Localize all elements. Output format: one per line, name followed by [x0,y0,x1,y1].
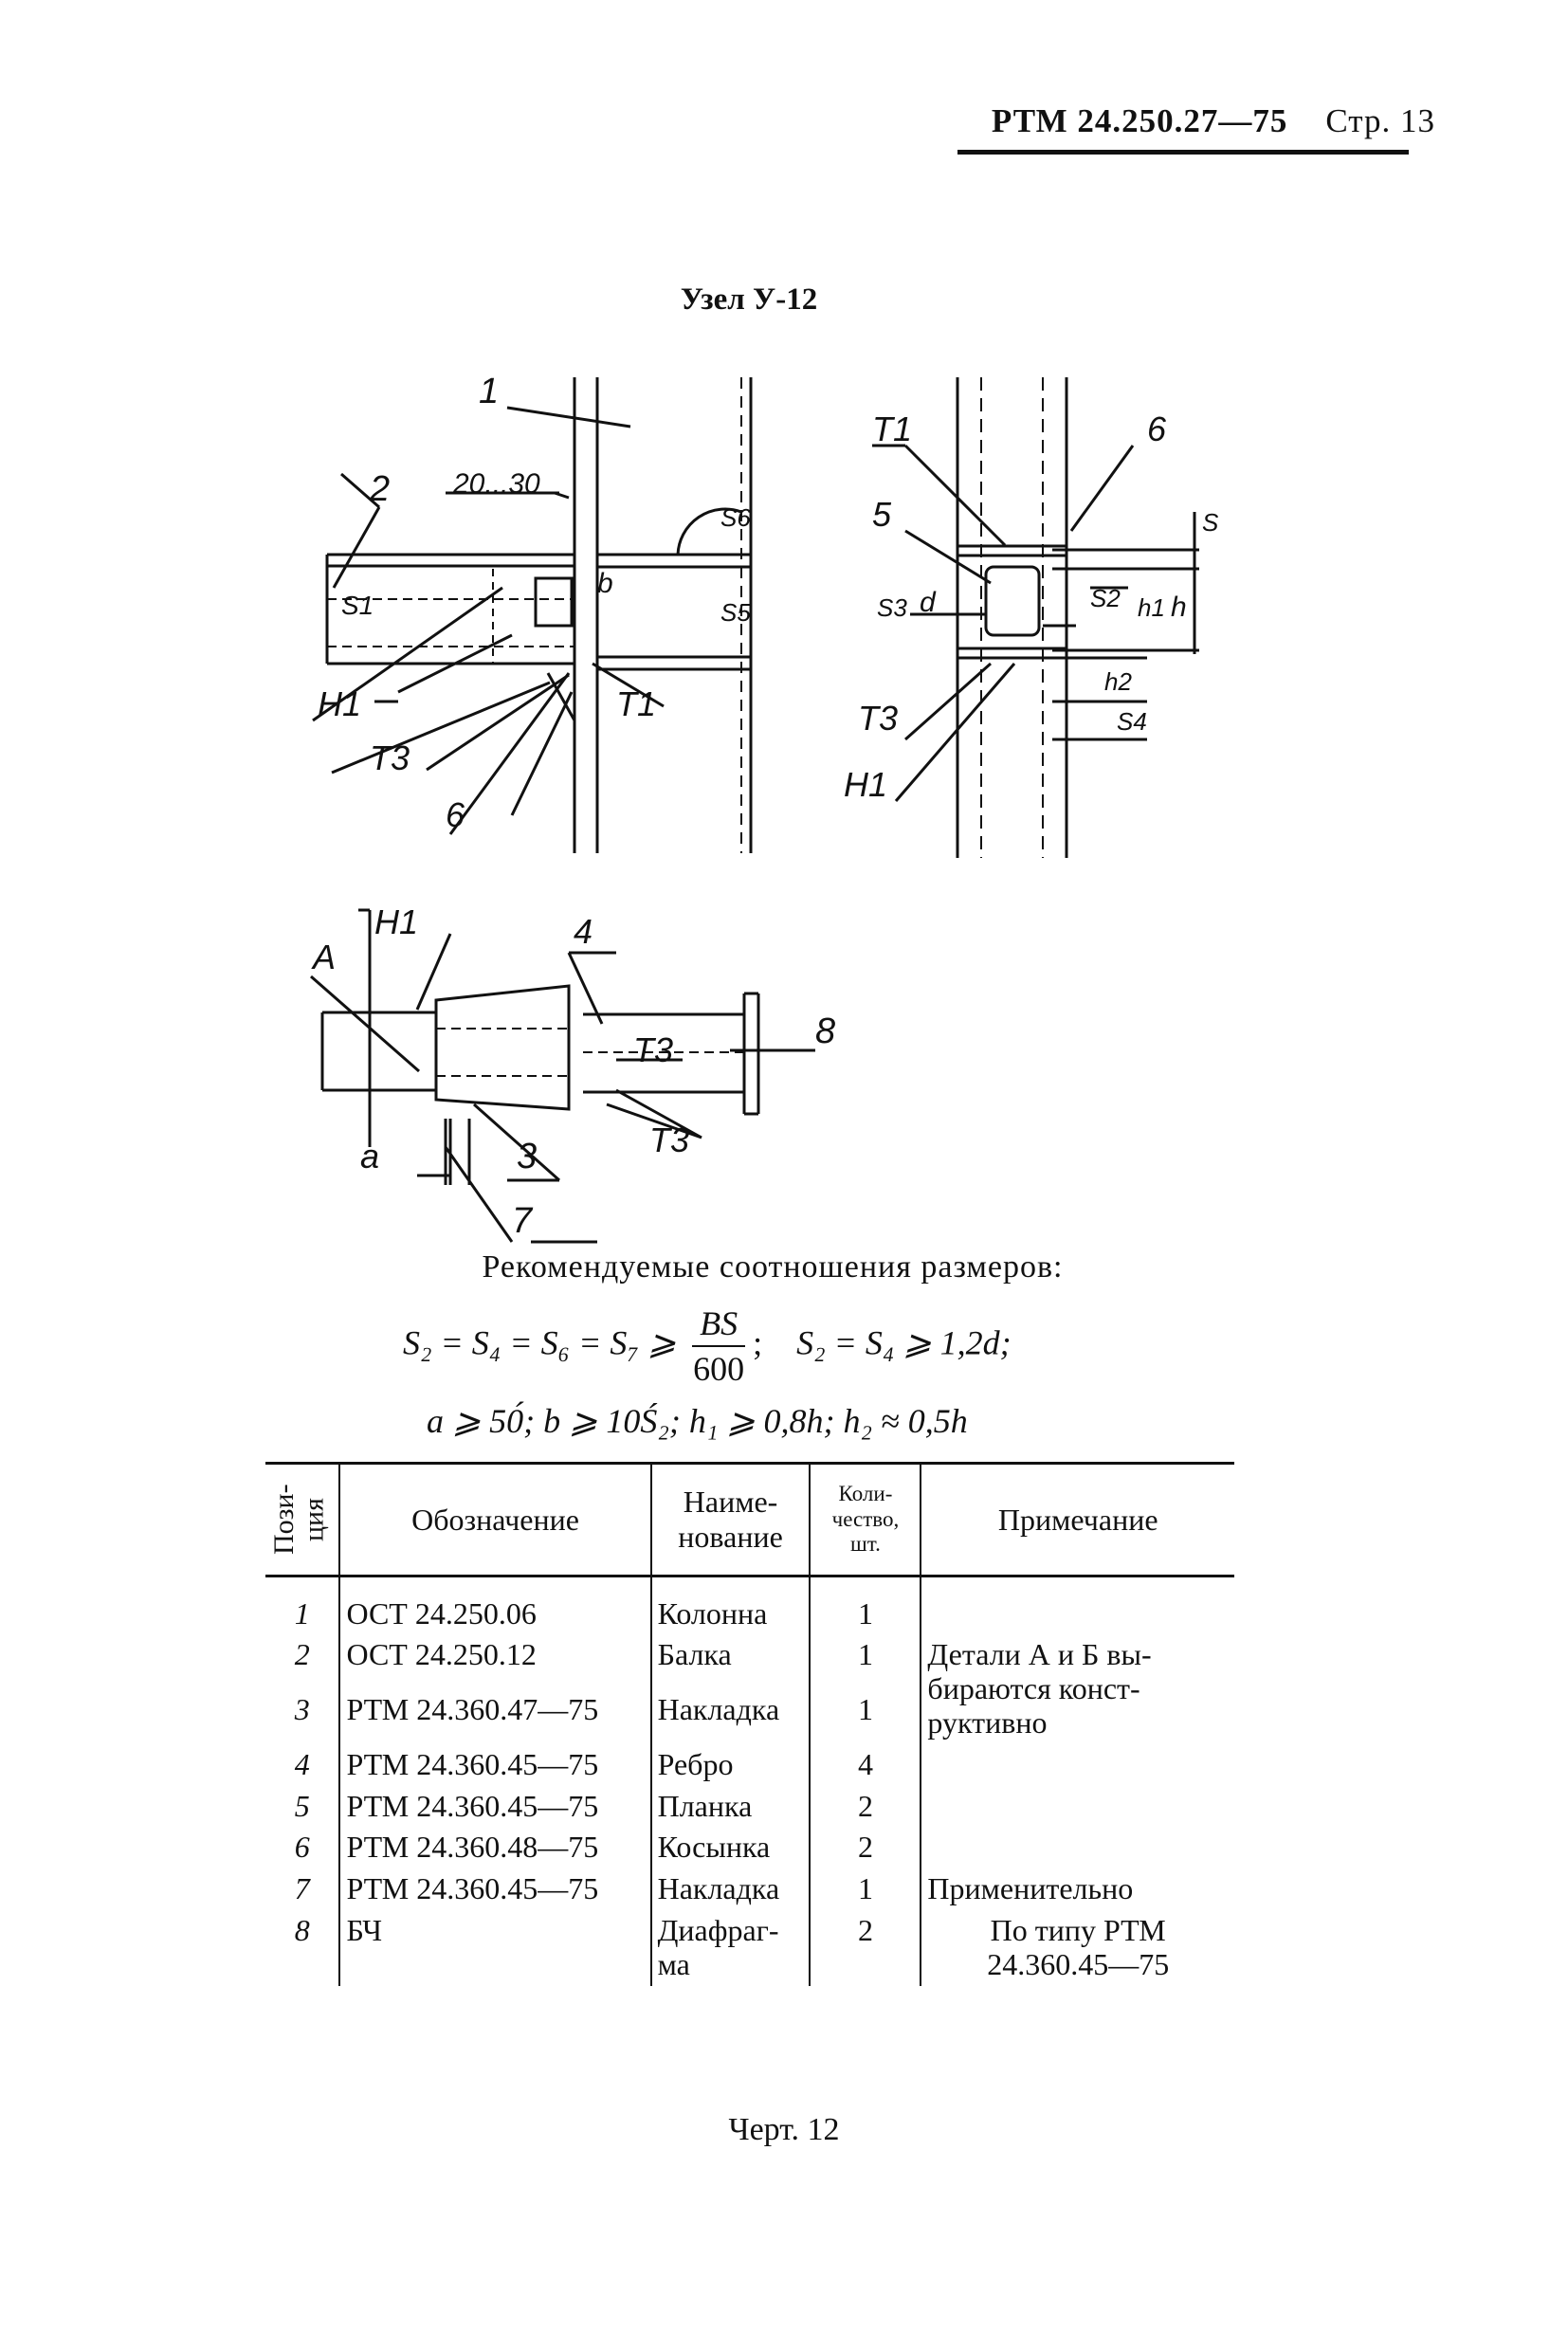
header-quantity: Коли-чество, шт. [809,1462,921,1577]
label-r-pos5: 5 [872,495,892,534]
label-p-A: A [311,938,336,976]
formula-1-right: S₂ = S₄ ⩾ 1,2d; [796,1323,1012,1362]
table-header-row: Пози-ция Обозначение Наиме-нование Коли-… [265,1462,1234,1577]
label-r-s3: S3 [877,593,907,622]
technical-drawing: 1 2 20...30 S6 S5 S1 b H1 T1 T3 6 T1 6 S… [310,372,1219,1244]
label-r-t1: T1 [872,410,912,448]
label-r-s4: S4 [1117,707,1147,736]
formula-line-1: S₂ = S₄ = S₆ = S₇ ⩾ BS 600 ; S₂ = S₄ ⩾ 1… [403,1303,1012,1389]
label-r-s2: S2 [1090,584,1121,612]
label-p-pos4: 4 [574,912,593,951]
label-p-t3b: T3 [649,1121,689,1159]
header-designation: Обозначение [338,1462,651,1577]
label-r-h1: h1 [1138,593,1165,622]
label-p-pos3: 3 [517,1137,537,1176]
figure-caption: Черт. 12 [728,2112,840,2147]
label-20-30: 20...30 [452,468,540,500]
label-p-pos8: 8 [815,1011,835,1051]
label-r-s: S [1202,508,1219,537]
page-header: РТМ 24.250.27—75 Стр. 13 [992,102,1435,140]
label-b: b [597,568,613,599]
formula-fraction: BS 600 [692,1303,746,1389]
label-s6: S6 [720,503,751,532]
label-r-h2: h2 [1104,667,1132,696]
label-pos6: 6 [446,795,465,834]
specification-table: Пози-ция Обозначение Наиме-нование Коли-… [265,1462,1234,1986]
recommendations-title: Рекомендуемые соотношения размеров: [482,1249,1064,1285]
label-t3: T3 [370,738,410,777]
label-t1: T1 [616,684,656,723]
label-pos1: 1 [479,372,499,411]
page-number: Стр. 13 [1325,102,1435,139]
label-p-pos7: 7 [512,1201,534,1241]
header-name: Наиме-нование [649,1462,811,1577]
header-position: Пози-ция [265,1462,340,1577]
label-r-t3: T3 [858,699,898,738]
label-r-h: h [1171,592,1187,623]
label-r-d: d [920,587,937,618]
header-rule [957,150,1409,155]
label-p-H1: H1 [374,902,418,941]
doc-code: РТМ 24.250.27—75 [991,102,1288,139]
node-title: Узел У-12 [680,282,818,317]
label-r-H1: H1 [844,765,887,804]
fraction-denominator: 600 [693,1350,745,1388]
label-h1: H1 [318,684,361,723]
formula-1-left: S₂ = S₄ = S₆ = S₇ ⩾ [403,1323,677,1362]
label-s1: S1 [341,591,374,620]
label-s5: S5 [720,598,751,627]
fraction-numerator: BS [692,1303,746,1347]
label-r-pos6: 6 [1147,410,1167,448]
header-note: Примечание [920,1462,1234,1577]
label-p-t3a: T3 [633,1030,673,1069]
formula-line-2: a ⩾ 50́; b ⩾ 10Ś₂; h₁ ⩾ 0,8h; h₂ ≈ 0,5h [427,1402,968,1440]
note-details: Детали А и Б вы-бираются конст-руктивно [920,1634,1234,1744]
label-pos2: 2 [369,469,390,509]
label-p-a: a [360,1137,379,1176]
